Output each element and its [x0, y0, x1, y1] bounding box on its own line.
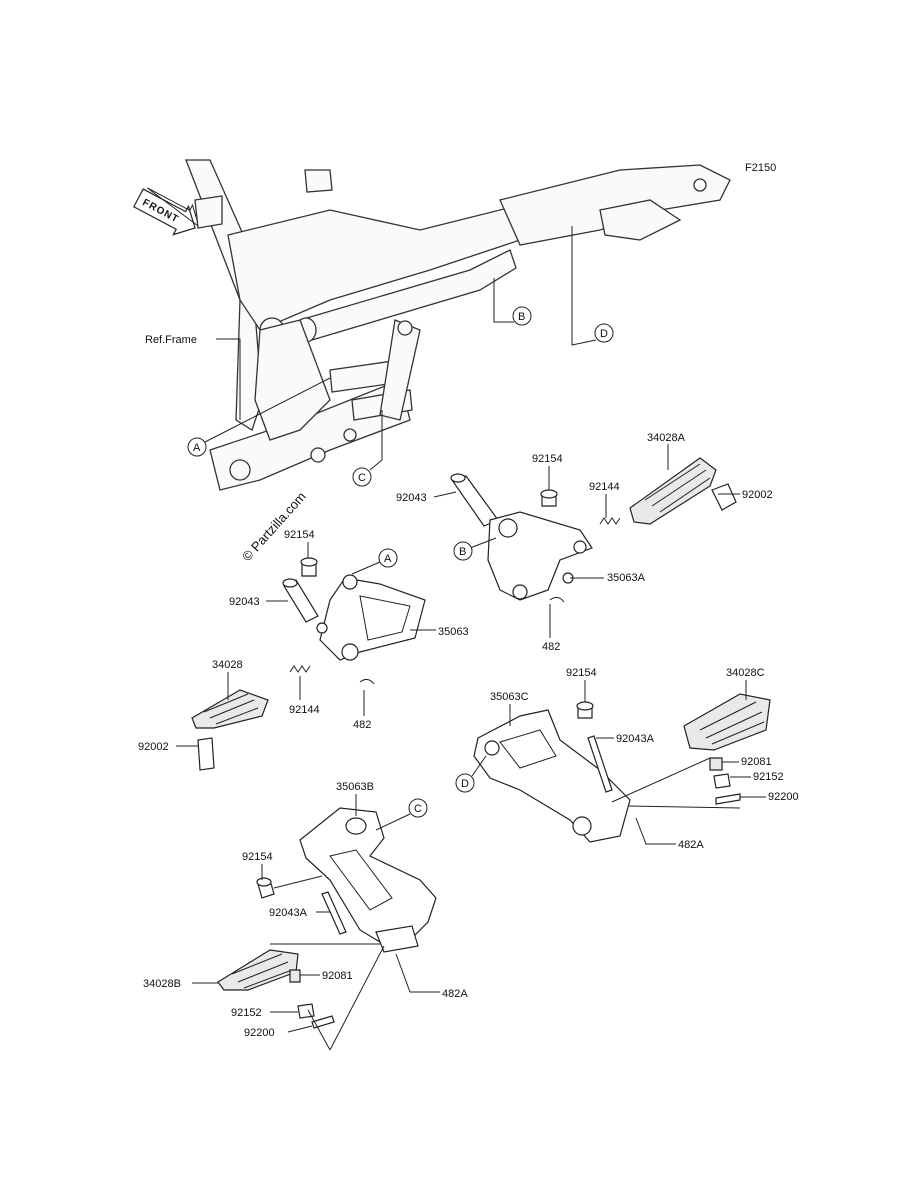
part-label: 35063 [438, 626, 469, 638]
callout-b-frame: B [493, 278, 532, 326]
part-label: 92002 [138, 741, 169, 753]
rider-footpeg-left-assembly [191, 557, 426, 771]
part-label: 92154 [532, 453, 563, 465]
passenger-footpeg-left-assembly [217, 807, 437, 1029]
rider-footpeg-right-assembly [450, 457, 737, 603]
part-label: 35063C [490, 691, 529, 703]
part-label: 92144 [589, 481, 620, 493]
callout-a-frame: A [187, 377, 331, 457]
part-label: 92081 [322, 970, 353, 982]
part-label: 482 [542, 641, 560, 653]
part-label: A [384, 553, 392, 565]
callout-d-frame: D [571, 226, 614, 346]
callout-d-part: D [455, 755, 487, 793]
part-label: 92154 [242, 851, 273, 863]
front-arrow: FRONT [133, 187, 201, 236]
part-label: 92081 [741, 756, 772, 768]
part-label: C [414, 803, 422, 815]
part-label: 35063B [336, 781, 374, 793]
part-label: 92152 [231, 1007, 262, 1019]
part-label: A [193, 442, 201, 454]
part-label: 482A [442, 988, 468, 1000]
figure-code: F2150 [745, 162, 776, 174]
part-label: 92043A [269, 907, 308, 919]
part-label: 92154 [284, 529, 315, 541]
part-label: 34028 [212, 659, 243, 671]
part-label: C [358, 472, 366, 484]
part-label: 92002 [742, 489, 773, 501]
part-label: 92043A [616, 733, 655, 745]
part-label: B [459, 546, 466, 558]
motorcycle-frame [185, 159, 731, 491]
part-label: D [600, 328, 608, 340]
part-label: 35063A [607, 572, 646, 584]
watermark: © Partzilla.com [239, 489, 309, 564]
callout-b-part: B [453, 537, 497, 561]
part-label: 92043 [396, 492, 427, 504]
part-label: 92043 [229, 596, 260, 608]
part-label: 34028B [143, 978, 181, 990]
part-label: 34028C [726, 667, 765, 679]
callout-c-part: C [375, 798, 428, 831]
part-label: 92152 [753, 771, 784, 783]
part-label: 34028A [647, 432, 686, 444]
part-label: 92200 [768, 791, 799, 803]
part-label: 482 [353, 719, 371, 731]
passenger-footpeg-right-assembly [473, 693, 771, 843]
part-label: 482A [678, 839, 704, 851]
part-label: 92154 [566, 667, 597, 679]
ref-frame-label: Ref.Frame [145, 334, 197, 346]
part-label: D [461, 778, 469, 790]
part-label: 92200 [244, 1027, 275, 1039]
callout-a-part: A [351, 548, 398, 575]
part-label: 92144 [289, 704, 320, 716]
callout-c-frame: C [352, 410, 383, 487]
part-label: B [518, 311, 525, 323]
